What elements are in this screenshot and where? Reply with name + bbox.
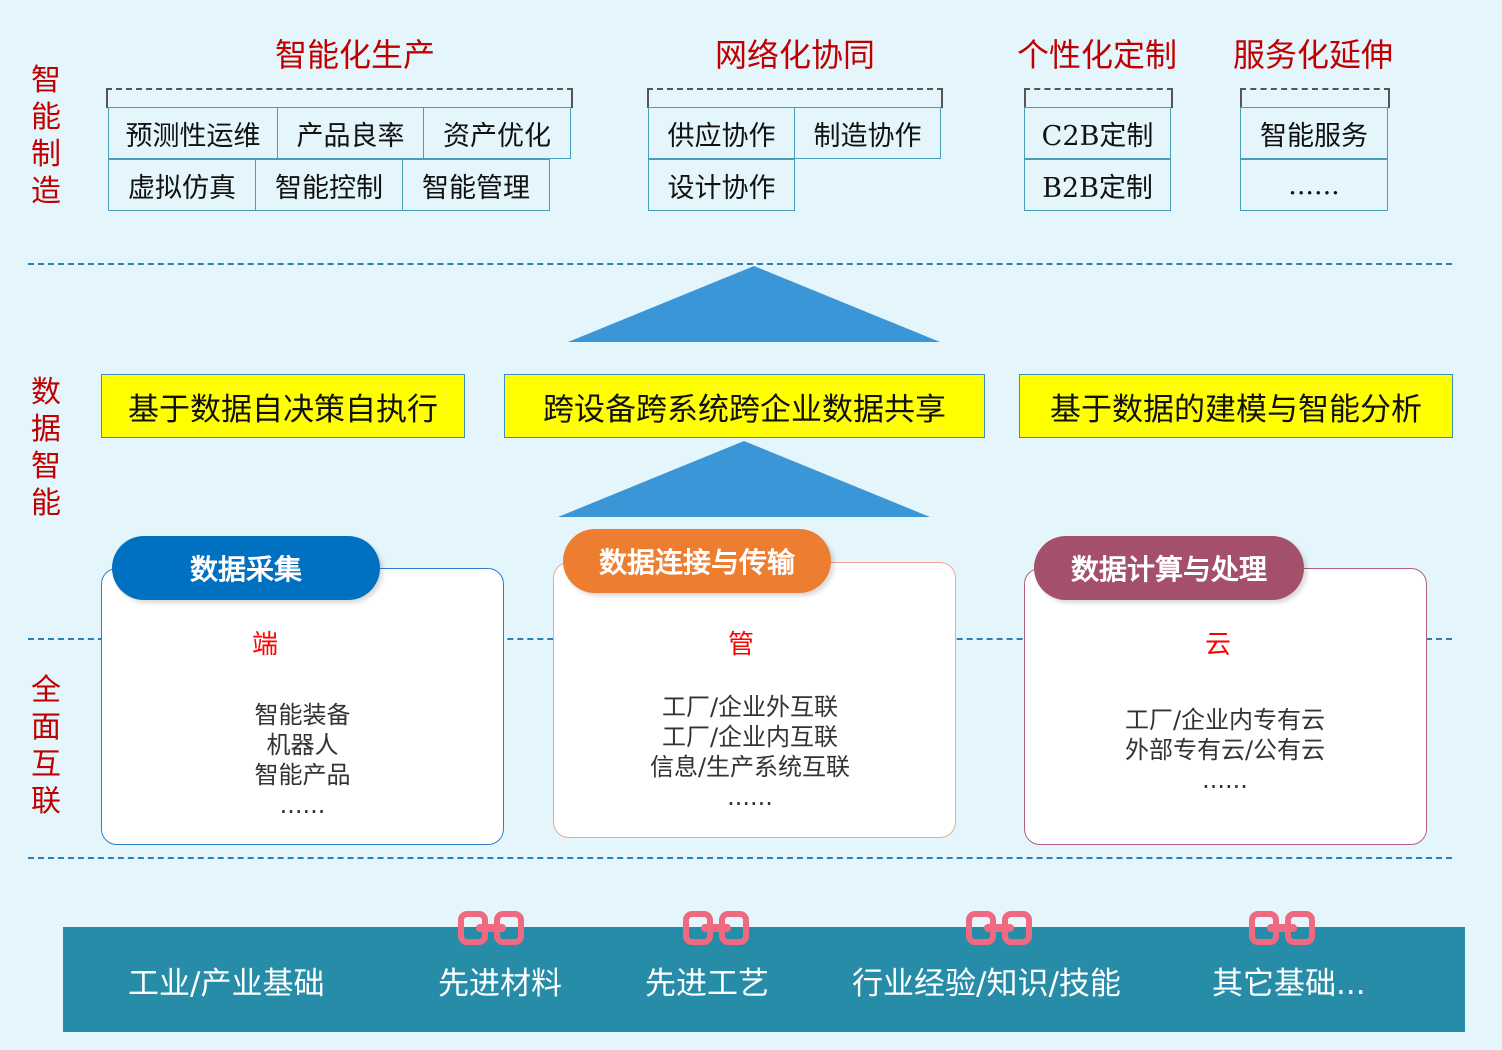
card-line: 外部专有云/公有云 (1124, 736, 1326, 764)
link-icon (683, 911, 749, 945)
label-data-intelligence: 数据智能 (31, 375, 61, 521)
data-intel-box: 基于数据的建模与智能分析 (1019, 374, 1453, 438)
item-cell: 智能服务 (1240, 107, 1388, 159)
card-collection (101, 568, 504, 845)
card-computation (1024, 568, 1427, 845)
item-cell: 智能控制 (255, 159, 403, 211)
foundation-bar (63, 927, 1465, 1032)
bracket (106, 88, 573, 108)
card-tag: 管 (728, 630, 755, 660)
item-cell: 制造协作 (794, 107, 941, 159)
card-transmission (553, 562, 956, 838)
card-line: 智能产品 (254, 761, 351, 789)
card-line: 工厂/企业内互联 (661, 723, 839, 751)
triangle-arrow (568, 266, 940, 342)
category-title: 网络化协同 (714, 36, 875, 74)
item-cell: 虚拟仿真 (108, 159, 256, 211)
card-lines: 智能装备 机器人 智能产品 ...... (200, 700, 405, 820)
card-lines: 工厂/企业内专有云 外部专有云/公有云 ...... (1075, 705, 1375, 795)
card-line: ...... (1202, 766, 1248, 794)
card-line: 工厂/企业外互联 (661, 693, 839, 721)
card-tag: 端 (252, 630, 279, 660)
foundation-item: 其它基础... (1212, 966, 1366, 1002)
item-cell: 供应协作 (648, 107, 795, 159)
category-title: 智能化生产 (274, 36, 435, 74)
item-cell: 预测性运维 (108, 107, 278, 159)
card-line: ...... (727, 783, 773, 811)
bracket (1240, 88, 1390, 108)
link-icon (458, 911, 524, 945)
divider (28, 263, 1452, 265)
bracket (647, 88, 943, 108)
card-lines: 工厂/企业外互联 工厂/企业内互联 信息/生产系统互联 ...... (605, 692, 895, 812)
card-line: 智能装备 (254, 701, 351, 729)
card-line: 信息/生产系统互联 (649, 753, 851, 781)
item-cell: ...... (1240, 159, 1388, 211)
category-title: 服务化延伸 (1232, 36, 1393, 74)
card-title: 数据连接与传输 (563, 529, 831, 593)
triangle-arrow (558, 441, 930, 517)
item-cell: C2B定制 (1024, 107, 1171, 159)
item-cell: B2B定制 (1024, 159, 1171, 211)
item-cell: 智能管理 (402, 159, 550, 211)
card-line: 工厂/企业内专有云 (1124, 706, 1326, 734)
foundation-item: 先进工艺 (645, 966, 769, 1002)
item-cell: 设计协作 (648, 159, 795, 211)
card-tag: 云 (1205, 630, 1232, 660)
label-smart-manufacturing: 智能制造 (31, 63, 61, 209)
label-full-interconnection: 全面互联 (31, 673, 61, 819)
data-intel-box: 跨设备跨系统跨企业数据共享 (504, 374, 985, 438)
foundation-item: 行业经验/知识/技能 (852, 966, 1121, 1002)
foundation-item: 先进材料 (438, 966, 562, 1002)
item-cell: 产品良率 (277, 107, 424, 159)
card-title: 数据计算与处理 (1034, 536, 1304, 600)
item-cell: 资产优化 (423, 107, 571, 159)
data-intel-box: 基于数据自决策自执行 (101, 374, 465, 438)
foundation-item: 工业/产业基础 (128, 966, 325, 1002)
bracket (1024, 88, 1173, 108)
card-line: ...... (279, 791, 326, 819)
divider (28, 857, 1452, 859)
link-icon (966, 911, 1032, 945)
link-icon (1249, 911, 1315, 945)
category-title: 个性化定制 (1016, 36, 1177, 74)
card-line: 机器人 (266, 731, 339, 759)
card-title: 数据采集 (112, 536, 380, 600)
